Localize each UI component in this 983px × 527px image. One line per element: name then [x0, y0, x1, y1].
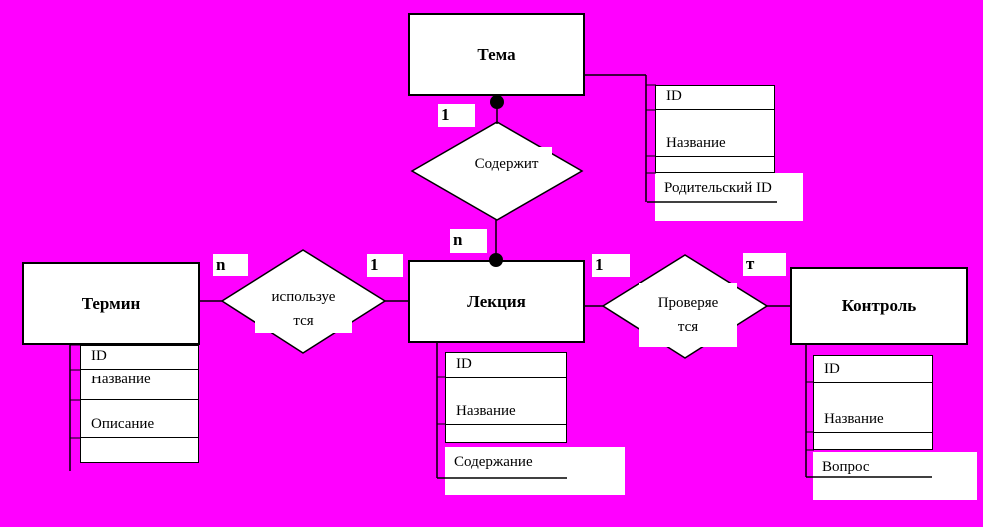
- kontrol-attribute-name: Название: [814, 383, 932, 433]
- cardinality-text: 1: [595, 255, 604, 274]
- kontrol-attribute-question: Вопрос: [813, 452, 977, 500]
- entity-kontrol-label: Контроль: [841, 296, 917, 315]
- termin-attribute-id-text: ID: [91, 348, 107, 364]
- termin-attribute-name: Название: [81, 370, 198, 400]
- ispolzuetsya-label-line2: тся: [293, 312, 314, 329]
- entity-lekcia: Лекция: [408, 260, 585, 343]
- tema-attribute-name: Название: [656, 110, 774, 157]
- kontrol-attribute-name-text: Название: [824, 411, 884, 427]
- cardinality-lekcia-proveryaetsya: 1: [592, 254, 630, 277]
- cardinality-text: n: [216, 255, 226, 274]
- termin-attribute-stack: ID Название Описание: [80, 345, 199, 463]
- tema-attribute-name-text: Название: [666, 135, 726, 151]
- kontrol-attribute-id: ID: [814, 356, 932, 383]
- tema-attribute-id-text: ID: [666, 88, 682, 104]
- termin-attribute-empty-row: [81, 438, 198, 462]
- cardinality-text: n: [453, 230, 463, 249]
- lekcia-attribute-content: Содержание: [445, 447, 625, 495]
- soderzhit-relationship-label: Содержит: [461, 147, 552, 180]
- lekcia-attribute-content-text: Содержание: [454, 454, 533, 470]
- termin-attribute-description-text: Описание: [91, 416, 155, 432]
- termin-attribute-name-clip: Название: [91, 376, 151, 396]
- entity-kontrol: Контроль: [790, 267, 968, 345]
- tema-attribute-parent-id: Родительский ID: [655, 173, 803, 221]
- soderzhit-label-text: Содержит: [474, 155, 539, 172]
- tema-attribute-id: ID: [656, 86, 774, 110]
- lekcia-attribute-stack: ID Название: [445, 352, 567, 443]
- termin-attribute-description: Описание: [81, 400, 198, 438]
- entity-tema: Тема: [408, 13, 585, 96]
- lekcia-attribute-id-text: ID: [456, 356, 472, 372]
- tema-attribute-stack: ID Название: [655, 85, 775, 173]
- cardinality-ispolzuetsya-lekcia: 1: [367, 254, 403, 277]
- kontrol-attribute-empty-row: [814, 433, 932, 449]
- dot-tema-bottom: [490, 95, 504, 109]
- tema-attribute-empty-row: [656, 157, 774, 172]
- kontrol-attribute-stack: ID Название: [813, 355, 933, 450]
- tema-attribute-parent-id-text: Родительский ID: [664, 180, 772, 196]
- cardinality-text: 1: [370, 255, 379, 274]
- cardinality-soderzhit-lekcia: n: [450, 229, 487, 253]
- termin-attribute-id: ID: [81, 346, 198, 370]
- entity-lekcia-label: Лекция: [467, 291, 526, 311]
- kontrol-attribute-question-text: Вопрос: [822, 459, 870, 475]
- lekcia-attribute-name: Название: [446, 378, 566, 425]
- cardinality-text: 1: [441, 105, 450, 124]
- cardinality-termin-ispolzuetsya: n: [213, 254, 248, 276]
- ispolzuetsya-label-line1: используе: [271, 288, 336, 305]
- cardinality-proveryaetsya-kontrol: т: [743, 253, 786, 276]
- lekcia-attribute-empty-row: [446, 425, 566, 442]
- kontrol-attribute-id-text: ID: [824, 361, 840, 377]
- entity-termin-label: Термин: [81, 293, 141, 313]
- entity-termin: Термин: [22, 262, 200, 345]
- cardinality-tema-soderzhit: 1: [438, 104, 475, 127]
- proveryaetsya-relationship-label: Проверяе тся: [639, 283, 737, 347]
- entity-tema-label: Тема: [477, 44, 516, 64]
- proveryaetsya-label-line2: тся: [677, 319, 699, 335]
- termin-attribute-name-text: Название: [91, 376, 151, 387]
- cardinality-text: т: [746, 254, 755, 273]
- ispolzuetsya-relationship-label: используе тся: [255, 284, 352, 333]
- proveryaetsya-label-line1: Проверяе: [657, 295, 719, 311]
- lekcia-attribute-name-text: Название: [456, 403, 516, 419]
- lekcia-attribute-id: ID: [446, 353, 566, 378]
